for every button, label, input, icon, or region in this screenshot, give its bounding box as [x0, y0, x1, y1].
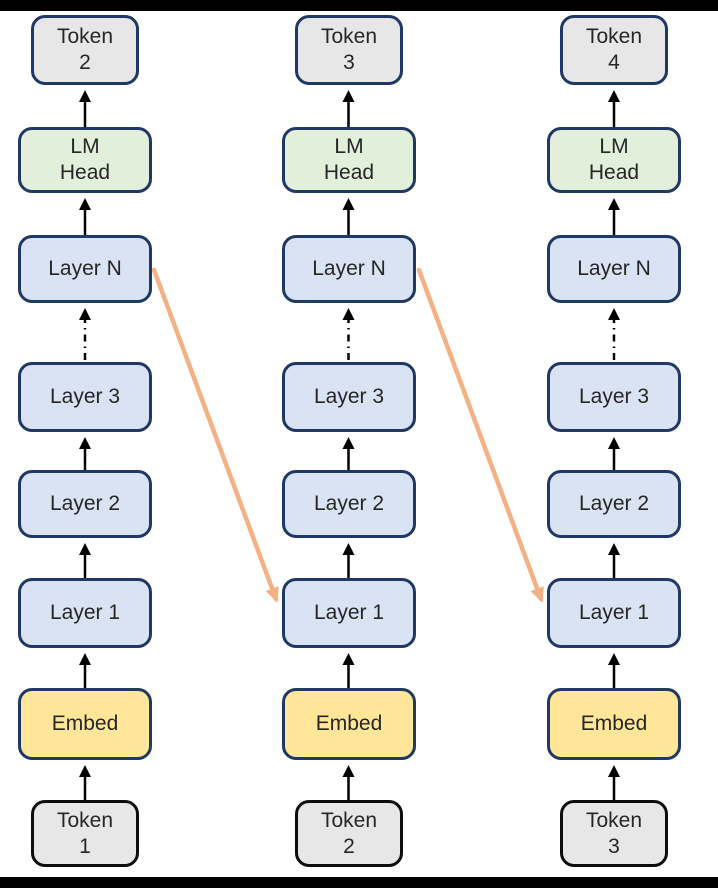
input-token-label-line1: Token	[56, 808, 114, 832]
embed-label: Embed	[315, 712, 383, 736]
cache-arrow-col1-to-col2	[151, 267, 279, 603]
layer-1-box-col3: Layer 1	[547, 578, 681, 648]
layer-1-box-col2: Layer 1	[282, 578, 416, 648]
input-token-box-col3: Token 3	[560, 800, 668, 867]
lm-head-label-line2: Head	[588, 161, 640, 184]
layer-n-box-col1: Layer N	[18, 235, 152, 303]
layer-3-label: Layer 3	[578, 385, 650, 409]
layer-2-label: Layer 2	[49, 492, 121, 516]
layer-n-box-col3: Layer N	[547, 235, 681, 303]
top-frame-bar	[0, 0, 718, 11]
embed-box-col3: Embed	[547, 688, 681, 760]
lm-head-box-col1: LM Head	[18, 127, 152, 193]
layer-3-label: Layer 3	[313, 385, 385, 409]
embed-box-col1: Embed	[18, 688, 152, 760]
input-token-label-line1: Token	[320, 808, 378, 832]
layer-3-box-col3: Layer 3	[547, 362, 681, 432]
layer-2-box-col1: Layer 2	[18, 470, 152, 538]
layer-1-label: Layer 1	[578, 601, 650, 625]
lm-head-label-line1: LM	[70, 135, 100, 159]
input-token-label-line1: Token	[585, 808, 643, 832]
input-token-label-line2: 3	[608, 834, 620, 858]
layer-n-box-col2: Layer N	[282, 235, 416, 303]
cache-arrow-col2-to-col3	[416, 267, 544, 603]
layer-3-box-col2: Layer 3	[282, 362, 416, 432]
layer-2-box-col2: Layer 2	[282, 470, 416, 538]
embed-box-col2: Embed	[282, 688, 416, 760]
input-token-box-col1: Token 1	[31, 800, 139, 867]
output-token-label-line2: 4	[608, 51, 620, 74]
layer-2-label: Layer 2	[313, 492, 385, 516]
lm-head-box-col3: LM Head	[547, 127, 681, 193]
layer-2-box-col3: Layer 2	[547, 470, 681, 538]
layer-1-box-col1: Layer 1	[18, 578, 152, 648]
output-token-box-col2: Token 3	[295, 15, 403, 85]
layer-1-label: Layer 1	[49, 601, 121, 625]
embed-label: Embed	[51, 712, 119, 736]
input-token-label-line2: 1	[79, 834, 91, 858]
lm-head-label-line1: LM	[334, 135, 364, 159]
output-token-label-line1: Token	[56, 25, 114, 49]
lm-head-label-line2: Head	[323, 161, 375, 184]
output-token-label-line2: 3	[343, 51, 355, 74]
output-token-label-line1: Token	[585, 25, 643, 49]
output-token-label-line1: Token	[320, 25, 378, 49]
layer-n-label: Layer N	[577, 257, 651, 281]
output-token-box-col3: Token 4	[560, 15, 668, 85]
output-token-box-col1: Token 2	[31, 15, 139, 85]
lm-head-label-line1: LM	[599, 135, 629, 159]
lm-head-box-col2: LM Head	[282, 127, 416, 193]
input-token-box-col2: Token 2	[295, 800, 403, 867]
embed-label: Embed	[580, 712, 648, 736]
layer-1-label: Layer 1	[313, 601, 385, 625]
bottom-frame-bar	[0, 877, 718, 888]
lm-head-label-line2: Head	[59, 161, 111, 184]
output-token-label-line2: 2	[79, 51, 91, 74]
input-token-label-line2: 2	[343, 834, 355, 858]
layer-3-label: Layer 3	[49, 385, 121, 409]
layer-2-label: Layer 2	[578, 492, 650, 516]
layer-n-label: Layer N	[312, 257, 386, 281]
layer-n-label: Layer N	[48, 257, 122, 281]
layer-3-box-col1: Layer 3	[18, 362, 152, 432]
